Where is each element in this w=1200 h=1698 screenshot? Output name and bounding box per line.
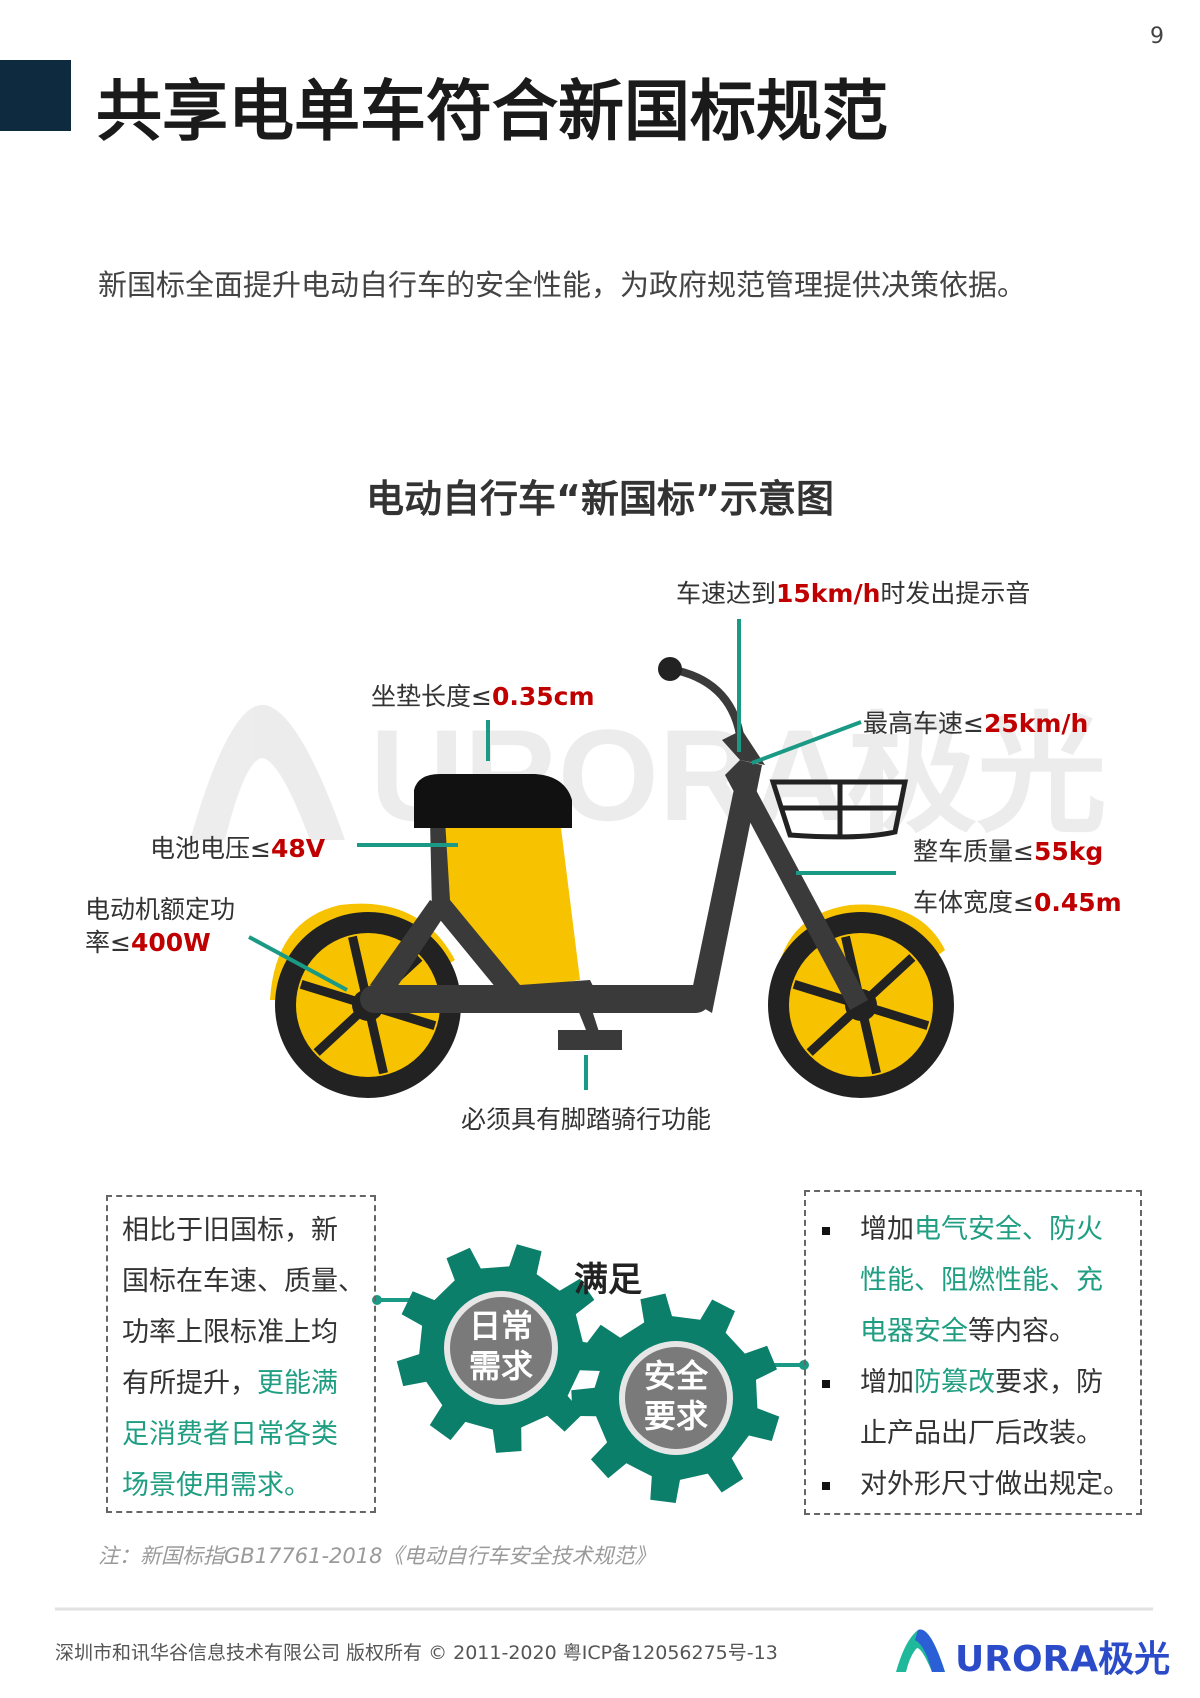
- label-value: 48V: [270, 834, 326, 863]
- gear-text: 需求: [468, 1347, 533, 1385]
- page-title: 共享电单车符合新国标规范: [96, 73, 888, 150]
- label-motor: 电动机额定功率≤400W: [85, 893, 235, 959]
- text-line: 性能、阻燃性能、充: [822, 1255, 1130, 1306]
- label-text: 车速达到: [676, 579, 777, 608]
- label-battery: 电池电压≤48V: [150, 829, 325, 865]
- line-text: 对外形尺寸做出规定。: [860, 1469, 1130, 1500]
- label-value: 15km/h: [776, 579, 881, 608]
- label-text: 电池电压≤: [150, 834, 271, 863]
- text-line: 相比于旧国标，新: [122, 1205, 365, 1256]
- line-text: 功率上限标准上均: [122, 1317, 338, 1348]
- satisfy-label: 满足: [574, 1260, 642, 1300]
- line-text: 止产品出厂后改装。: [860, 1418, 1103, 1449]
- highlight-text: 场景使用需求。: [122, 1470, 311, 1501]
- bullet-icon: [822, 1226, 830, 1235]
- gear-text: 要求: [643, 1397, 708, 1435]
- line-text: 有所提升，: [122, 1368, 257, 1399]
- highlight-text: 更能满: [257, 1368, 338, 1399]
- text-line: 场景使用需求。: [122, 1460, 365, 1511]
- text-line: 功率上限标准上均: [122, 1307, 365, 1358]
- label-width: 车体宽度≤0.45m: [913, 883, 1122, 919]
- footer-logo-mark: [896, 1629, 945, 1672]
- line-text: 要求，防: [995, 1367, 1103, 1398]
- footer-copyright: 深圳市和讯华谷信息技术有限公司 版权所有 © 2011-2020 粤ICP备12…: [55, 1642, 778, 1664]
- footer-logo: URORA极光: [955, 1639, 1171, 1680]
- text-line: 止产品出厂后改装。: [822, 1408, 1130, 1459]
- label-text: 车体宽度≤: [913, 888, 1034, 917]
- line-text: 国标在车速、质量、: [122, 1266, 365, 1297]
- highlight-text: 电器安全: [860, 1316, 968, 1347]
- text-line: 增加防篡改要求，防: [822, 1357, 1130, 1408]
- label-value: 0.35cm: [491, 682, 595, 711]
- line-text: 增加: [860, 1367, 914, 1398]
- diagram-title: 电动自行车“新国标”示意图: [366, 477, 834, 521]
- right-info-box: 增加电气安全、防火性能、阻燃性能、充电器安全等内容。增加防篡改要求，防止产品出厂…: [804, 1190, 1142, 1515]
- text-line: 电器安全等内容。: [822, 1306, 1130, 1357]
- title-block: [0, 60, 71, 131]
- label-pedal: 必须具有脚踏骑行功能: [460, 1105, 711, 1134]
- line-text: 相比于旧国标，新: [122, 1215, 338, 1246]
- line-text: 增加: [860, 1214, 914, 1245]
- bullet-icon: [822, 1379, 830, 1388]
- subtitle: 新国标全面提升电动自行车的安全性能，为政府规范管理提供决策依据。: [98, 268, 1027, 302]
- page-number: 9: [1150, 24, 1164, 49]
- text-line: 足消费者日常各类: [122, 1409, 365, 1460]
- label-text: 电动机额定功: [85, 895, 236, 924]
- label-seat: 坐垫长度≤0.35cm: [371, 677, 595, 713]
- bullet-icon: [822, 1481, 830, 1490]
- label-value: 25km/h: [983, 709, 1089, 738]
- label-value: 400W: [130, 928, 211, 957]
- label-max-speed: 最高车速≤25km/h: [863, 704, 1088, 740]
- label-value: 0.45m: [1033, 888, 1122, 917]
- text-line: 增加电气安全、防火: [822, 1204, 1130, 1255]
- label-speed-alert: 车速达到15km/h时发出提示音: [676, 574, 1030, 610]
- gear-text: 安全: [643, 1357, 708, 1395]
- label-value: 55kg: [1033, 837, 1104, 866]
- footnote: 注：新国标指GB17761-2018《电动自行车安全技术规范》: [98, 1544, 656, 1568]
- label-text: 最高车速≤: [863, 709, 984, 738]
- label-text: 率≤: [85, 928, 131, 957]
- label-text: 时发出提示音: [880, 579, 1031, 608]
- highlight-text: 足消费者日常各类: [122, 1419, 338, 1450]
- bike-illustration: [270, 657, 954, 1098]
- label-text: 坐垫长度≤: [371, 682, 492, 711]
- gear-right-text: 安全要求: [636, 1356, 716, 1436]
- line-text: 等内容。: [968, 1316, 1076, 1347]
- label-weight: 整车质量≤55kg: [913, 832, 1103, 868]
- text-line: 对外形尺寸做出规定。: [822, 1459, 1130, 1510]
- gear-left-text: 日常需求: [461, 1306, 541, 1386]
- label-text: 整车质量≤: [913, 837, 1034, 866]
- highlight-text: 防篡改: [914, 1367, 995, 1398]
- left-info-box: 相比于旧国标，新国标在车速、质量、功率上限标准上均有所提升，更能满足消费者日常各…: [106, 1195, 376, 1513]
- highlight-text: 性能、阻燃性能、充: [860, 1265, 1103, 1296]
- highlight-text: 电气安全、防火: [914, 1214, 1103, 1245]
- text-line: 有所提升，更能满: [122, 1358, 365, 1409]
- text-line: 国标在车速、质量、: [122, 1256, 365, 1307]
- gear-text: 日常: [468, 1307, 533, 1345]
